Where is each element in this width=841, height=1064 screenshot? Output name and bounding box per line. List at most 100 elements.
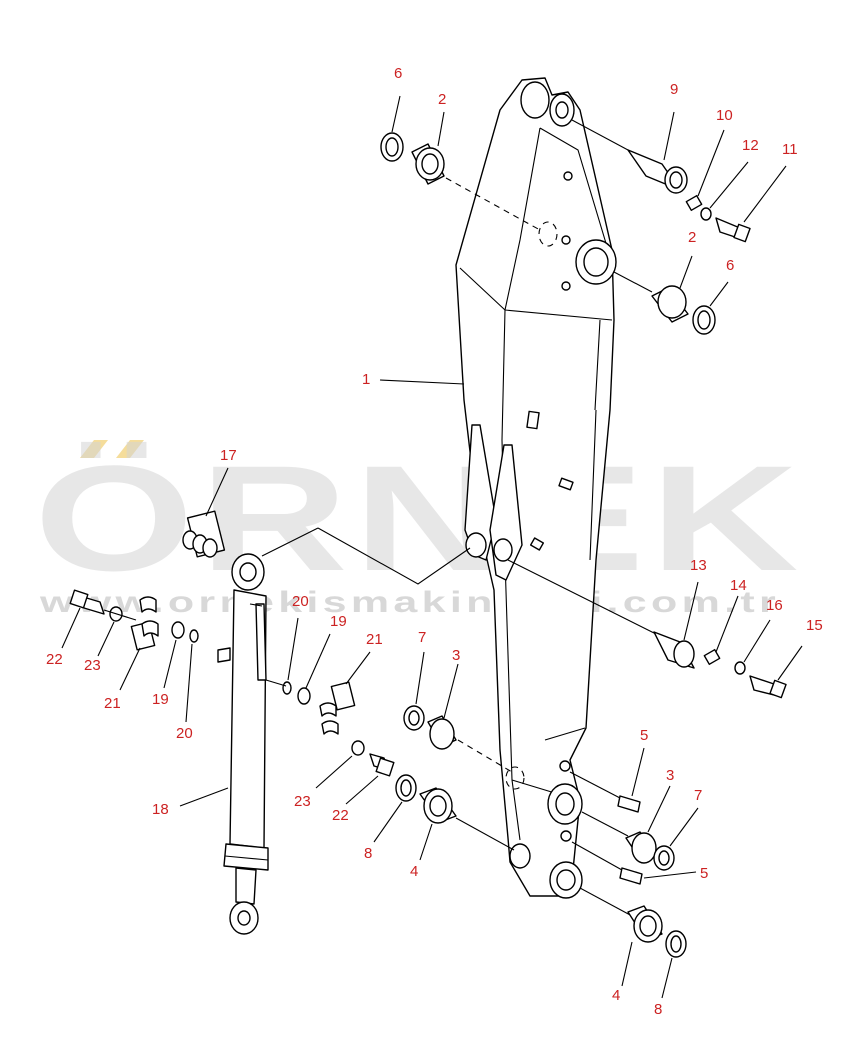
cylinder-port-fitting bbox=[217, 647, 231, 663]
callout-16: 16 bbox=[766, 597, 783, 614]
lock-plate-10 bbox=[685, 194, 703, 212]
ring-19-right bbox=[297, 687, 311, 705]
leader-7b bbox=[669, 807, 699, 847]
cylinder-hose-line bbox=[255, 603, 267, 681]
leader-15 bbox=[777, 645, 803, 681]
callout-14: 14 bbox=[730, 577, 747, 594]
shim-17-c bbox=[202, 538, 218, 558]
axis-line-top-left bbox=[445, 177, 541, 231]
watermark-accent-mark-left bbox=[80, 440, 108, 458]
callout-23-left: 23 bbox=[84, 657, 101, 674]
bushing-2-left-bore bbox=[421, 153, 439, 175]
callout-7-left: 7 bbox=[418, 629, 426, 646]
boom-top-hole bbox=[555, 101, 569, 119]
cylinder-rod-eye-bore bbox=[239, 562, 257, 582]
clamp-21-right-lower bbox=[321, 720, 339, 735]
leader-22a bbox=[61, 607, 81, 649]
leader-3b bbox=[647, 785, 671, 833]
callout-22-right: 22 bbox=[332, 807, 349, 824]
callout-8-left: 8 bbox=[364, 845, 372, 862]
boom-lug-1 bbox=[526, 410, 540, 430]
boom-arm-web-line bbox=[459, 267, 613, 801]
leader-20a bbox=[185, 643, 193, 723]
watermark: ÖRNEK www.ornekismakinalari.com.tr bbox=[34, 434, 804, 619]
cylinder-hose-detail bbox=[249, 603, 263, 607]
leader-22b bbox=[345, 775, 379, 805]
leader-4a bbox=[419, 823, 433, 861]
callout-1: 1 bbox=[362, 371, 370, 388]
leader-7a bbox=[415, 651, 425, 705]
bracket-pin-hole-right bbox=[493, 538, 513, 562]
callout-2-top-left: 2 bbox=[438, 91, 446, 108]
link-line-cylinder-bracket-2 bbox=[317, 527, 471, 585]
callout-22-left: 22 bbox=[46, 651, 63, 668]
leader-23b bbox=[315, 755, 353, 789]
callout-6-top-left: 6 bbox=[394, 65, 402, 82]
boom-hidden-bore-top bbox=[538, 221, 558, 247]
axis-line-right-hardware bbox=[265, 679, 287, 687]
leader-21a bbox=[119, 647, 141, 691]
callout-23-right: 23 bbox=[294, 793, 311, 810]
leader-5a bbox=[631, 747, 645, 797]
top-pin-parts bbox=[380, 119, 751, 335]
leader-8b bbox=[661, 957, 673, 999]
boom-lower-bore-inner bbox=[555, 792, 575, 816]
hydraulic-cylinder bbox=[217, 527, 471, 935]
clamp-21-right-upper bbox=[319, 702, 337, 717]
ring-19-left bbox=[171, 621, 185, 639]
callout-2-mid-right: 2 bbox=[688, 229, 696, 246]
callout-labels: 1 2 2 3 3 4 4 5 5 6 6 7 7 8 8 9 10 11 12… bbox=[46, 65, 823, 1018]
bolt-11-head bbox=[733, 223, 751, 243]
leader-2a bbox=[437, 111, 445, 147]
bushing-4-right-bore bbox=[639, 915, 657, 937]
ring-20-right bbox=[282, 681, 292, 695]
leader-6b bbox=[709, 281, 729, 307]
bracket-pin-hole-left bbox=[465, 532, 487, 558]
clamp-21-left-upper bbox=[139, 596, 157, 613]
callout-3-left: 3 bbox=[452, 647, 460, 664]
leader-23a bbox=[97, 621, 115, 657]
callout-21-right: 21 bbox=[366, 631, 383, 648]
boom-grease-nipple-2 bbox=[561, 235, 571, 245]
boom-cylinder-bracket bbox=[464, 424, 497, 561]
washer-12 bbox=[700, 207, 712, 221]
cylinder-hardware bbox=[69, 510, 395, 777]
leader-6a bbox=[391, 95, 401, 133]
bushing-2-right-end bbox=[657, 285, 687, 319]
callout-6-mid-right: 6 bbox=[726, 257, 734, 274]
callout-leaders bbox=[61, 95, 803, 999]
callout-7-right: 7 bbox=[694, 787, 702, 804]
boom-grease-nipple-5 bbox=[560, 830, 572, 842]
cylinder-head-ring bbox=[223, 843, 269, 871]
lock-plate-14 bbox=[703, 648, 721, 666]
boom-mid-bore-inner bbox=[583, 247, 609, 277]
link-line-cylinder-bracket bbox=[261, 527, 319, 557]
bushing-3-left-end bbox=[429, 718, 455, 750]
bolt-22-right-head bbox=[375, 757, 395, 777]
boom-arm-side-plate bbox=[589, 319, 601, 561]
boom-arm-body bbox=[455, 77, 615, 897]
axis-line-mid-right bbox=[613, 271, 653, 293]
seal-8-left-inner bbox=[400, 779, 412, 797]
leader-21b bbox=[345, 651, 371, 685]
boom-grease-nipple-4 bbox=[559, 760, 571, 772]
seal-6-right-inner bbox=[697, 310, 711, 330]
axis-line-pin-9 bbox=[571, 119, 629, 151]
callout-8-right: 8 bbox=[654, 1001, 662, 1018]
leader-20b bbox=[287, 617, 299, 681]
cylinder-rod bbox=[235, 867, 257, 905]
callout-17: 17 bbox=[220, 447, 237, 464]
callout-3-right: 3 bbox=[666, 767, 674, 784]
boom-lug-3 bbox=[529, 537, 545, 551]
seal-8-right-inner bbox=[670, 935, 682, 953]
watermark-brand: ÖRNEK bbox=[34, 434, 804, 602]
leader-3a bbox=[443, 663, 459, 719]
callout-20-right: 20 bbox=[292, 593, 309, 610]
boom-arm bbox=[455, 77, 617, 899]
seal-7-left-inner bbox=[408, 710, 420, 726]
bushing-4-left-bore bbox=[429, 795, 447, 817]
axis-line-bushing-4-right bbox=[579, 887, 633, 917]
axis-line-pin-13 bbox=[507, 559, 661, 637]
washer-16 bbox=[734, 661, 746, 675]
bushing-3-right-end bbox=[631, 832, 657, 864]
